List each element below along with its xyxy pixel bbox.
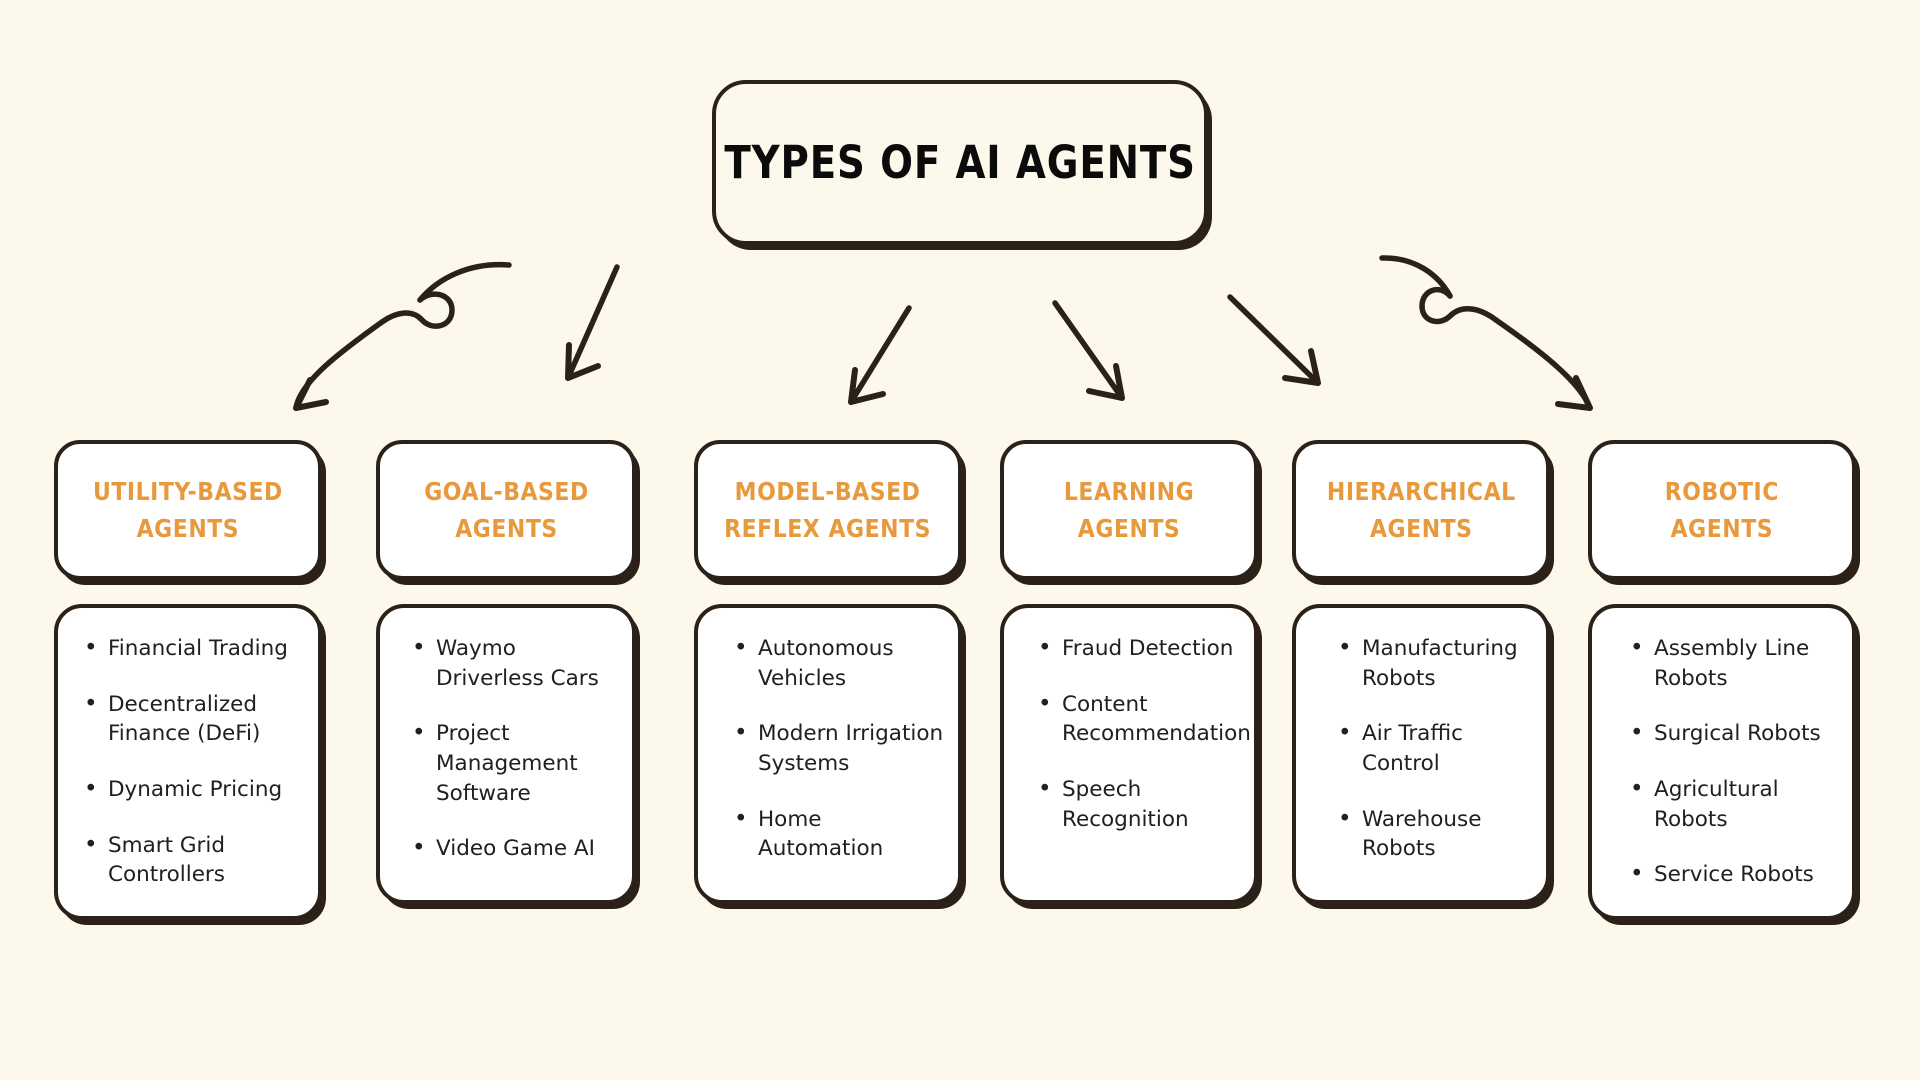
- list-card-hierarchical-agents: Manufacturing Robots Air Traffic Control…: [1292, 604, 1550, 904]
- list-item: Smart Grid Controllers: [84, 830, 304, 890]
- list-item: Financial Trading: [84, 633, 304, 664]
- list-learning-agents: Fraud Detection Content Recommendation S…: [1022, 633, 1251, 834]
- header-label-hierarchical-agents: HIERARCHICAL AGENTS: [1326, 477, 1516, 543]
- arrow-straight-2: [848, 305, 912, 405]
- header-card-hierarchical-agents[interactable]: HIERARCHICAL AGENTS: [1292, 440, 1550, 580]
- arrow-curved-left: [293, 261, 512, 411]
- list-hierarchical-agents: Manufacturing Robots Air Traffic Control…: [1322, 633, 1532, 864]
- column-utility-based-agents: UTILITY-BASED AGENTS Financial Trading D…: [54, 440, 322, 920]
- list-item: Autonomous Vehicles: [734, 633, 944, 693]
- list-item: Agricultural Robots: [1630, 774, 1838, 834]
- list-item: Decentralized Finance (DeFi): [84, 689, 304, 749]
- header-label-model-based-reflex-agents: MODEL-BASED REFLEX AGENTS: [724, 477, 932, 543]
- list-item: Assembly Line Robots: [1630, 633, 1838, 693]
- list-goal-based-agents: Waymo Driverless Cars Project Management…: [396, 633, 618, 865]
- list-robotic-agents: Assembly Line Robots Surgical Robots Agr…: [1614, 633, 1838, 891]
- list-item: Project Management Software: [412, 718, 618, 808]
- list-card-model-based-reflex-agents: Autonomous Vehicles Modern Irrigation Sy…: [694, 604, 962, 904]
- diagram-title-box: TYPES OF AI AGENTS: [712, 80, 1208, 245]
- arrow-curved-right: [1379, 255, 1593, 411]
- arrow-straight-4: [1227, 294, 1321, 386]
- list-item: Modern Irrigation Systems: [734, 718, 944, 778]
- diagram-title: TYPES OF AI AGENTS: [724, 136, 1196, 189]
- header-label-utility-based-agents: UTILITY-BASED AGENTS: [93, 477, 283, 543]
- list-item: Service Robots: [1630, 859, 1838, 890]
- column-hierarchical-agents: HIERARCHICAL AGENTS Manufacturing Robots…: [1292, 440, 1550, 904]
- list-item: Air Traffic Control: [1338, 718, 1532, 778]
- list-item: Dynamic Pricing: [84, 774, 304, 805]
- column-robotic-agents: ROBOTIC AGENTS Assembly Line Robots Surg…: [1588, 440, 1856, 920]
- header-card-robotic-agents[interactable]: ROBOTIC AGENTS: [1588, 440, 1856, 580]
- header-label-goal-based-agents: GOAL-BASED AGENTS: [423, 477, 589, 543]
- list-item: Waymo Driverless Cars: [412, 633, 618, 693]
- list-item: Surgical Robots: [1630, 718, 1838, 749]
- list-item: Warehouse Robots: [1338, 804, 1532, 864]
- arrow-straight-1: [565, 264, 620, 381]
- list-item: Fraud Detection: [1038, 633, 1251, 664]
- arrow-straight-3: [1052, 300, 1125, 401]
- list-model-based-reflex-agents: Autonomous Vehicles Modern Irrigation Sy…: [718, 633, 944, 864]
- list-item: Content Recommendation: [1038, 689, 1251, 749]
- column-model-based-reflex-agents: MODEL-BASED REFLEX AGENTS Autonomous Veh…: [694, 440, 962, 904]
- list-item: Home Automation: [734, 804, 944, 864]
- header-label-robotic-agents: ROBOTIC AGENTS: [1664, 477, 1780, 543]
- list-card-learning-agents: Fraud Detection Content Recommendation S…: [1000, 604, 1258, 904]
- header-card-utility-based-agents[interactable]: UTILITY-BASED AGENTS: [54, 440, 322, 580]
- list-card-goal-based-agents: Waymo Driverless Cars Project Management…: [376, 604, 636, 904]
- list-item: Video Game AI: [412, 833, 618, 864]
- column-learning-agents: LEARNING AGENTS Fraud Detection Content …: [1000, 440, 1258, 904]
- header-card-model-based-reflex-agents[interactable]: MODEL-BASED REFLEX AGENTS: [694, 440, 962, 580]
- header-card-learning-agents[interactable]: LEARNING AGENTS: [1000, 440, 1258, 580]
- header-label-learning-agents: LEARNING AGENTS: [1063, 477, 1195, 543]
- header-card-goal-based-agents[interactable]: GOAL-BASED AGENTS: [376, 440, 636, 580]
- list-item: Manufacturing Robots: [1338, 633, 1532, 693]
- list-card-robotic-agents: Assembly Line Robots Surgical Robots Agr…: [1588, 604, 1856, 920]
- column-goal-based-agents: GOAL-BASED AGENTS Waymo Driverless Cars …: [376, 440, 636, 904]
- list-utility-based-agents: Financial Trading Decentralized Finance …: [68, 633, 304, 890]
- list-card-utility-based-agents: Financial Trading Decentralized Finance …: [54, 604, 322, 920]
- list-item: Speech Recognition: [1038, 774, 1251, 834]
